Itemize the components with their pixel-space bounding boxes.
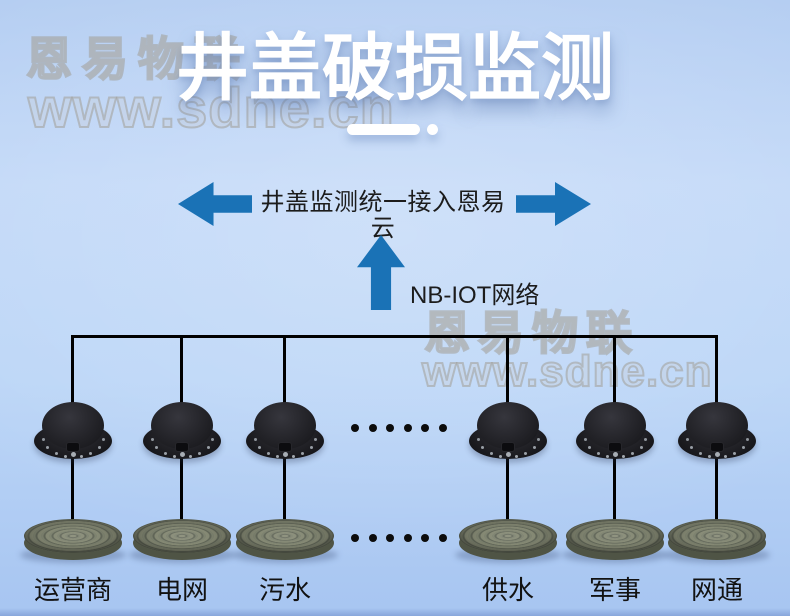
sensor-device: [678, 401, 756, 459]
bus-horizontal-line: [71, 335, 718, 338]
manhole-cover: [664, 519, 770, 563]
manhole-cover: [232, 519, 338, 563]
ellipsis-dots: [351, 424, 447, 432]
left-arrow-icon: [178, 182, 252, 226]
ellipsis-dots: [351, 534, 447, 542]
column-label-grid: 电网: [155, 575, 208, 605]
watermark-brand-mid: 恩易物联: [423, 307, 640, 359]
cloud-bus-label: 井盖监测统一接入恩易云: [260, 189, 506, 242]
up-arrow-icon: [357, 235, 405, 310]
column-label-water: 供水: [481, 575, 534, 605]
manhole-cover: [20, 519, 126, 563]
sensor-device: [143, 401, 221, 459]
sensor-device: [469, 401, 547, 459]
bottom-edge: [0, 608, 790, 616]
network-label: NB-IOT网络: [410, 282, 540, 309]
column-label-military: 军事: [588, 575, 641, 605]
manhole-cover: [562, 519, 668, 563]
manhole-cover: [455, 519, 561, 563]
sensor-device: [576, 401, 654, 459]
watermark-url-mid: www.sdne.cn: [421, 347, 713, 396]
column-label-sewage: 污水: [258, 575, 311, 605]
right-arrow-icon: [516, 182, 591, 226]
column-label-operator: 运营商: [33, 575, 112, 605]
title-underline-dash: [347, 124, 420, 135]
column-label-netcom: 网通: [690, 575, 743, 605]
page-title: 井盖破损监测: [176, 28, 614, 109]
sensor-device: [246, 401, 324, 459]
manhole-cover: [129, 519, 235, 563]
sensor-device: [34, 401, 112, 459]
title-underline-dot: [427, 124, 438, 135]
